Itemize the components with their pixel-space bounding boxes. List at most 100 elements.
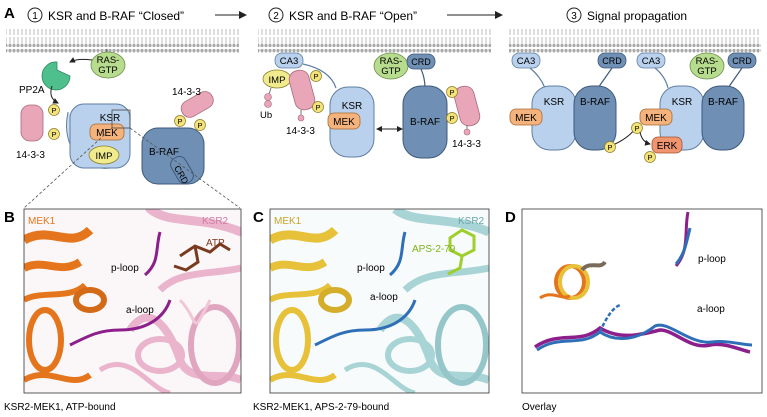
mek-sig-right: [639, 108, 673, 126]
braf-sig-right: [701, 85, 745, 151]
ca3-open: [274, 52, 304, 69]
p-badge: P: [647, 153, 652, 162]
c-ploop-label: p-loop: [357, 263, 385, 274]
ca3-label: CA3: [642, 56, 660, 67]
braf-label: B-RAF: [580, 97, 610, 108]
braf-label: B-RAF: [708, 97, 738, 108]
ras-gtp-blob: [90, 51, 126, 79]
c-ksr2-label: KSR2: [458, 216, 485, 227]
pp2a-shape: [41, 61, 71, 91]
erk-label: ERK: [657, 141, 678, 152]
s1433-right: [180, 91, 214, 118]
p-badge: P: [315, 103, 320, 112]
ras-gtp-label-line2: GTP: [381, 66, 401, 77]
imp-closed: [88, 145, 120, 165]
ca3-open-label: CA3: [280, 56, 298, 67]
step-3-header: 3 Signal propagation: [566, 7, 687, 23]
braf-open: [402, 85, 448, 159]
p-badge: P: [51, 106, 56, 115]
b-ksr2-label: KSR2: [202, 216, 229, 227]
ras-gtp-label-line1: RAS-: [97, 55, 120, 66]
zoom-line-right: [129, 127, 241, 209]
panel-label-d: D: [505, 209, 516, 226]
pp2a-label: PP2A: [19, 85, 45, 96]
crd-open-label: CRD: [411, 57, 431, 67]
crd-label: CRD: [602, 56, 622, 66]
ca3-sig-right: [636, 52, 666, 69]
ras-gtp-label-line2: GTP: [98, 65, 118, 76]
p-badge: P: [607, 143, 612, 152]
panel-a: A 1 KSR and B-RAF “Closed” 2 KSR and B-R…: [4, 5, 761, 209]
ksr-closed-label: KSR: [100, 113, 121, 124]
p-badge: P: [177, 117, 182, 126]
mek-sig-left: [509, 108, 543, 126]
step-3-title: Signal propagation: [587, 9, 687, 23]
membrane-1: [6, 29, 239, 53]
ras-gtp-blob-3: [689, 52, 725, 80]
d-caption: Overlay: [522, 402, 556, 413]
step-1-title: KSR and B-RAF “Closed”: [48, 9, 184, 23]
panel-label-b: B: [4, 209, 15, 226]
imp-open-label: IMP: [269, 75, 286, 86]
step-1-header: 1 KSR and B-RAF “Closed”: [27, 7, 184, 23]
s1433-right-label: 14-3-3: [172, 87, 201, 98]
crd-label: CRD: [732, 56, 752, 66]
membrane-3: [509, 29, 761, 53]
s1433-open-braf-label: 14-3-3: [452, 139, 481, 150]
c-aloop-label: a-loop: [370, 292, 398, 303]
s1433-open-ksr: [288, 69, 316, 111]
ras-gtp-label-line2: GTP: [697, 66, 717, 77]
s1433-open-braf: [453, 85, 481, 127]
step-2-number: 2: [273, 11, 279, 22]
b-caption: KSR2-MEK1, ATP-bound: [4, 402, 116, 413]
d-aloop-label: a-loop: [697, 304, 725, 315]
s1433-left-label: 14-3-3: [16, 150, 45, 161]
braf-sig-left: [573, 85, 617, 151]
ksr-label: KSR: [672, 97, 693, 108]
mek-open-label: MEK: [333, 117, 355, 128]
c-ligand-label: APS-2-79: [412, 244, 456, 255]
p-badge: P: [51, 130, 56, 139]
panel-c: C MEK1 KSR2 APS-2-79 p-loo: [253, 208, 490, 413]
ras-gtp-label-line1: RAS-: [380, 56, 403, 67]
mek-label: MEK: [645, 113, 667, 124]
crd-closed: [170, 155, 194, 185]
step-1-scene: RAS- GTP PP2A 14-3-3 P P CA3 KSR MEK IM: [16, 49, 214, 186]
c-mek1-label: MEK1: [274, 216, 302, 227]
erk-sig: [651, 136, 683, 154]
p-badge: P: [449, 88, 454, 97]
b-atp-label: ATP: [206, 238, 225, 249]
membrane-2: [258, 29, 491, 53]
imp-closed-label: IMP: [96, 151, 113, 162]
c-caption: KSR2-MEK1, APS-2-79-bound: [253, 402, 389, 413]
b-ploop-label: p-loop: [111, 263, 139, 274]
p-badge: P: [197, 121, 202, 130]
panel-d: D p-loop a-loop Overlay: [505, 208, 763, 413]
ca3-sig-left: [511, 52, 541, 69]
step-1-number: 1: [32, 11, 38, 22]
step-2-scene: CA3 IMP Ub P P 14-3-3 KSR MEK: [260, 52, 481, 159]
s1433-left: [20, 104, 44, 142]
ksr-open-label: KSR: [342, 101, 363, 112]
step-3-scene: CA3 CRD KSR B-RAF MEK P CA3 RAS- GTP CRD: [509, 52, 757, 163]
step-2-title: KSR and B-RAF “Open”: [289, 9, 417, 23]
step-2-header: 2 KSR and B-RAF “Open”: [268, 7, 417, 23]
p-badge: P: [449, 114, 454, 123]
ca3-label: CA3: [517, 56, 535, 67]
ub-label: Ub: [260, 110, 272, 121]
ksr-label: KSR: [544, 97, 565, 108]
b-aloop-label: a-loop: [126, 305, 154, 316]
mek-label: MEK: [515, 113, 537, 124]
d-ploop-label: p-loop: [698, 254, 726, 265]
p-badge: P: [313, 72, 318, 81]
panel-label-a: A: [4, 5, 15, 22]
s1433-open-ksr-label: 14-3-3: [286, 126, 315, 137]
braf-open-label: B-RAF: [410, 117, 440, 128]
b-mek1-label: MEK1: [28, 216, 56, 227]
step-3-number: 3: [571, 11, 577, 22]
panel-b: B MEK1 KSR2 ATP p-l: [4, 208, 242, 413]
mek-closed-label: MEK: [96, 128, 118, 139]
ras-gtp-label-line1: RAS-: [696, 56, 719, 67]
p-badge: P: [634, 124, 639, 133]
